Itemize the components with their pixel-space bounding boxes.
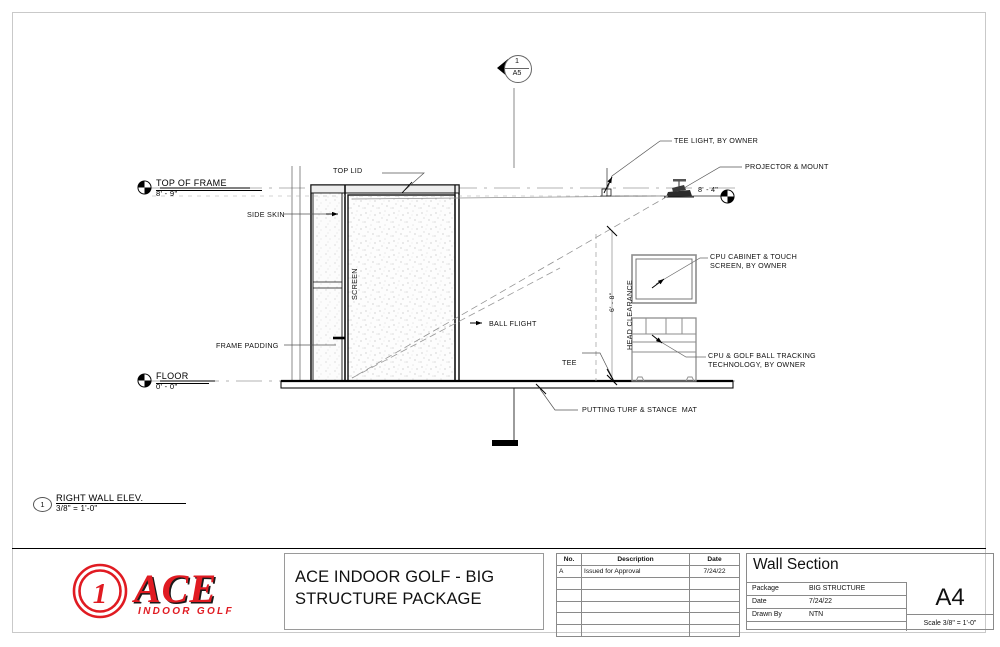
cell-no (556, 600, 582, 614)
sheet-info-divider (906, 582, 907, 631)
elevation-rule (156, 190, 262, 191)
table-row[interactable]: A Issued for Approval 7/24/22 (556, 564, 740, 578)
cell-no (556, 576, 582, 590)
elevation-value: 0' - 0" (156, 382, 178, 391)
head-clearance-dimension: 6' - 8" (609, 292, 616, 312)
revision-table: No. Description Date A Issued for Approv… (556, 553, 740, 638)
table-row[interactable] (556, 576, 740, 590)
sheet-number: A4 (935, 584, 965, 611)
cell-description (581, 588, 690, 602)
elevation-target-icon (137, 180, 152, 195)
cell-no (556, 588, 582, 602)
table-row[interactable] (556, 624, 740, 638)
sheet-info-cell: Wall Section Package BIG STRUCTURE Date … (746, 553, 994, 631)
sheet-field-drawn-by: Drawn By NTN (747, 608, 906, 621)
table-row[interactable] (556, 612, 740, 626)
annotation-frame-padding: FRAME PADDING (216, 341, 279, 350)
field-value: BIG STRUCTURE (809, 585, 866, 592)
annotation-tee-light: TEE LIGHT, BY OWNER (674, 136, 759, 145)
sheet-field-date: Date 7/24/22 (747, 595, 906, 608)
annotation-tee: TEE (562, 358, 577, 367)
cell-date: 7/24/22 (689, 564, 740, 578)
svg-text:1: 1 (93, 578, 108, 610)
section-marker[interactable]: 1 A5 (497, 55, 532, 89)
column-header-no: No. (556, 553, 582, 566)
annotation-putting-turf: PUTTING TURF & STANCE MAT (582, 405, 698, 414)
sheet-field-package: Package BIG STRUCTURE (747, 582, 906, 595)
view-number: 1 (33, 497, 52, 512)
sheet-name: Wall Section (753, 556, 839, 573)
cell-date (689, 588, 740, 602)
projector-elevation-value: 8' - 4" (698, 185, 719, 194)
cell-no: A (556, 564, 582, 578)
cell-description: Issued for Approval (581, 564, 690, 578)
elevation-value: 8' - 9" (156, 189, 178, 198)
logo-cell: 1 ACE INDOOR GOLF (12, 549, 280, 634)
section-marker-number: 1 (515, 56, 519, 65)
cell-description (581, 600, 690, 614)
elevation-text: TOP OF FRAME 8' - 9" (156, 178, 227, 198)
field-value: 7/24/22 (809, 598, 832, 605)
annotation-top-lid: TOP LID (333, 166, 363, 175)
sheet-border (12, 12, 986, 633)
elevation-name: FLOOR (156, 371, 189, 381)
elevation-target-icon (720, 189, 735, 204)
revision-table-cell: No. Description Date A Issued for Approv… (556, 553, 740, 638)
elevation-name: TOP OF FRAME (156, 178, 227, 188)
field-key: Date (752, 598, 767, 605)
table-header-row: No. Description Date (556, 553, 740, 566)
cell-no (556, 624, 582, 638)
logo-wordmark: ACE (134, 566, 218, 611)
head-clearance-label: HEAD CLEARANCE (625, 279, 634, 350)
cell-date (689, 600, 740, 614)
view-title-scale: 3/8" = 1'-0" (56, 504, 98, 513)
annotation-projector-mount: PROJECTOR & MOUNT (745, 162, 829, 171)
cell-description (581, 612, 690, 626)
cell-no (556, 612, 582, 626)
annotation-screen: SCREEN (350, 268, 359, 300)
elevation-target-icon (137, 373, 152, 388)
logo-ring-icon: 1 (72, 563, 128, 619)
field-key: Drawn By (752, 611, 782, 618)
sheet-field-blank (747, 621, 906, 634)
elevation-rule (156, 383, 209, 384)
column-header-description: Description (581, 553, 690, 566)
cell-date (689, 624, 740, 638)
column-header-date: Date (689, 553, 740, 566)
field-value: NTN (809, 611, 824, 618)
ace-indoor-golf-logo: 1 ACE INDOOR GOLF (72, 563, 262, 621)
view-title-name: RIGHT WALL ELEV. (56, 493, 144, 503)
section-marker-circle (504, 55, 532, 83)
table-row[interactable] (556, 588, 740, 602)
section-marker-sheet: A5 (512, 68, 522, 77)
view-title-rule (56, 503, 186, 504)
cell-date (689, 612, 740, 626)
sheet-fields: Package BIG STRUCTURE Date 7/24/22 Drawn… (747, 582, 993, 631)
cell-date (689, 576, 740, 590)
section-marker-divider (505, 67, 529, 69)
annotation-side-skin: SIDE SKIN (247, 210, 285, 219)
logo-tagline: INDOOR GOLF (138, 606, 234, 617)
elevation-text: FLOOR 0' - 0" (156, 371, 189, 391)
sheet-scale: Scale 3/8" = 1'-0" (906, 614, 994, 631)
field-key: Package (752, 585, 779, 592)
cell-description (581, 624, 690, 638)
cell-description (581, 576, 690, 590)
annotation-ball-flight: BALL FLIGHT (489, 319, 537, 328)
table-row[interactable] (556, 600, 740, 614)
